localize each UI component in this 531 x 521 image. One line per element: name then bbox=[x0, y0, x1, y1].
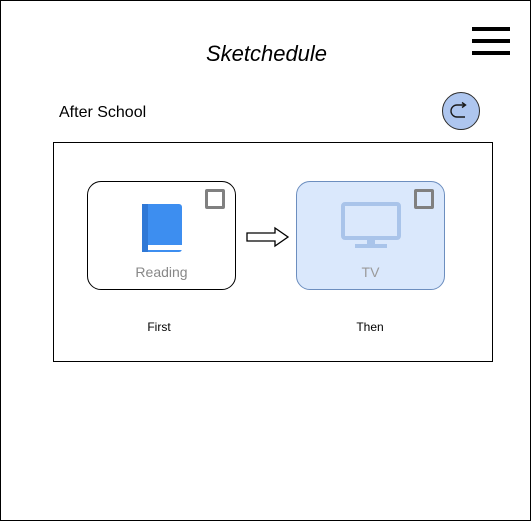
tv-card[interactable]: TV bbox=[296, 181, 445, 290]
step-then-label: Then bbox=[356, 320, 384, 334]
book-icon bbox=[141, 204, 182, 252]
schedule-title: After School bbox=[59, 104, 147, 121]
menu-bar-middle bbox=[472, 39, 510, 43]
hamburger-menu-icon[interactable] bbox=[471, 27, 511, 55]
reading-card[interactable]: Reading bbox=[87, 181, 236, 290]
right-arrow-icon bbox=[246, 226, 290, 253]
step-first-label: First bbox=[147, 320, 171, 334]
schedule-box bbox=[53, 142, 493, 362]
refresh-button[interactable] bbox=[442, 92, 480, 130]
tv-checkbox[interactable] bbox=[414, 189, 434, 209]
tv-label: TV bbox=[361, 264, 380, 280]
refresh-icon bbox=[450, 101, 467, 118]
reading-label: Reading bbox=[135, 264, 188, 280]
menu-bar-bottom bbox=[472, 51, 510, 55]
tv-icon bbox=[340, 202, 401, 248]
menu-bar-top bbox=[472, 27, 510, 31]
app-title: Sketchedule bbox=[205, 41, 328, 66]
reading-checkbox[interactable] bbox=[205, 189, 225, 209]
